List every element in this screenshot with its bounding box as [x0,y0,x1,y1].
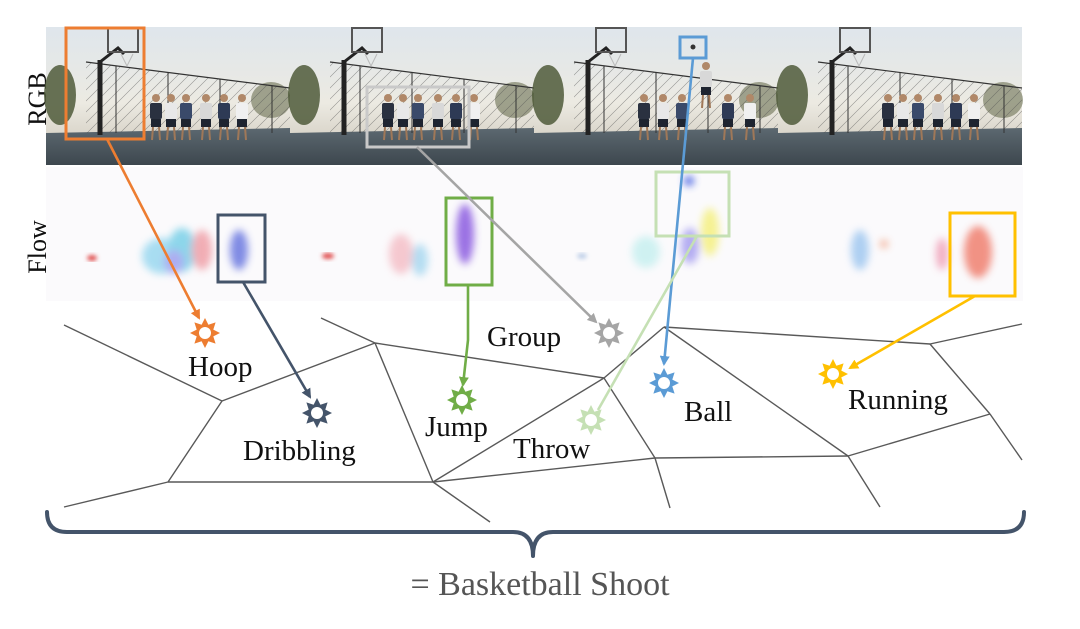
rgb-frames [44,27,1023,165]
flow-strip [46,167,1023,301]
graph-edge [374,342,434,483]
graph-edge [221,342,376,402]
graph-edge [374,342,605,379]
graph-edge [603,326,665,379]
graph-edge [847,413,991,457]
running-concept-node-icon [818,359,848,389]
graph-edge [663,326,849,457]
ball-arrow [659,57,695,366]
ball-concept-node-icon [649,368,679,398]
grouping-brace [45,510,1026,558]
hoop-concept-node-icon [190,318,220,348]
graph-edge [929,323,1023,345]
dribbling-arrow [241,281,312,399]
group-arrow [416,146,598,324]
graph-edge [929,343,991,415]
graph-edge [63,481,169,508]
graph-edge [63,324,223,402]
graph-edge [989,413,1023,461]
graph-edge [167,400,223,483]
throw-arrow [596,235,699,411]
hoop-arrow [105,138,201,320]
group-concept-node-icon [594,318,624,348]
graph-edge [603,377,656,459]
graph-edge [432,481,491,523]
graph-edge [654,457,671,509]
concept-label-group: Group [487,321,561,353]
video-label-caption: = Basketball Shoot [410,566,670,603]
concept-label-dribbling: Dribbling [243,435,356,467]
dribbling-region-box [216,213,267,284]
graph-edge [320,317,376,344]
dribbling-concept-node-icon [302,398,332,428]
throw-region-box [654,170,731,238]
jump-arrow [458,285,470,387]
rgb-frame [776,27,1023,165]
concept-label-ball: Ball [684,396,732,428]
running-arrow [848,294,976,370]
jump-concept-node-icon [447,385,477,415]
region-to-concept-arrows [105,57,976,411]
graph-edge [847,455,881,508]
graph-edge [432,377,605,483]
concept-graph-edges [63,317,1023,523]
rgb-frame [44,27,291,165]
graph-edge [432,457,656,483]
concept-label-hoop: Hoop [188,351,252,383]
graph-edge [654,455,849,459]
rgb-frame [288,27,535,165]
graph-edge [663,326,931,345]
concept-label-jump: Jump [425,411,488,443]
rgb-frame [532,27,779,165]
running-region-box [948,211,1017,298]
concept-labels: Hoop Dribbling Jump Group Throw Ball Run… [188,321,948,467]
hoop-region-box [64,26,146,141]
concept-label-running: Running [848,384,948,416]
concept-nodes [190,318,848,435]
throw-concept-node-icon [576,405,606,435]
concept-label-throw: Throw [513,433,590,465]
